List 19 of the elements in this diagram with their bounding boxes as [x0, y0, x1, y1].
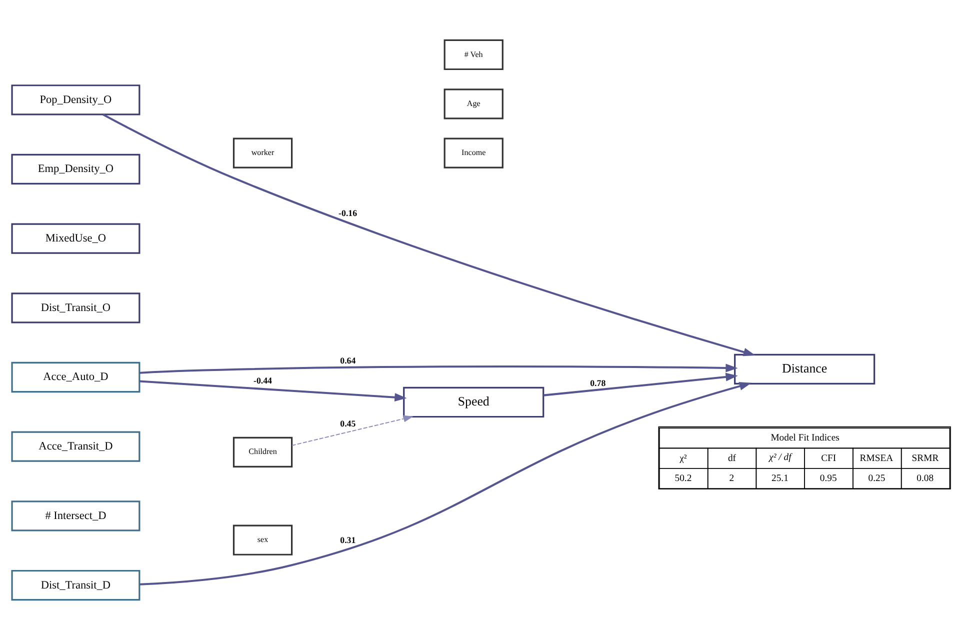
label: Model Fit Indices: [770, 432, 840, 444]
label: RMSEA: [860, 452, 894, 464]
label: CFI: [821, 452, 836, 464]
label: 50.2: [674, 472, 692, 484]
label: 0.25: [868, 472, 886, 484]
label: 0.95: [820, 472, 837, 484]
label: 2: [729, 472, 734, 484]
edge-label: -0.44: [254, 376, 272, 386]
label: χ²: [680, 452, 687, 464]
edge-label: -0.16: [338, 208, 358, 218]
label: df: [728, 452, 736, 464]
label: 25.1: [772, 472, 788, 484]
label: 0.08: [916, 472, 934, 484]
edge-label: 0.64: [340, 355, 356, 366]
edge-label: 0.78: [590, 378, 606, 388]
label: SRMR: [912, 452, 939, 464]
label: χ² / df: [769, 452, 792, 463]
edge-label: 0.31: [340, 535, 356, 546]
edge-label: 0.45: [340, 418, 356, 428]
